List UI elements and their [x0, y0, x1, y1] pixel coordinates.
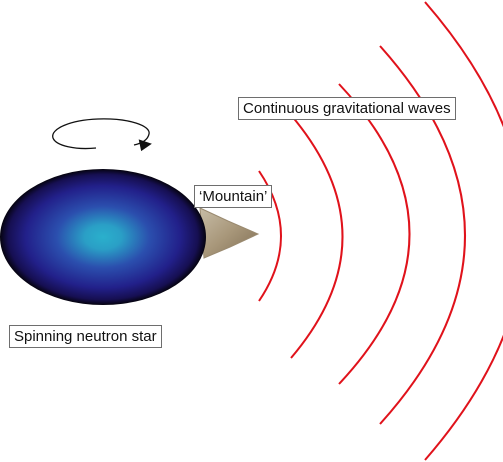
continuous-gravitational-waves-label: Continuous gravitational waves [238, 97, 456, 120]
neutron-star [0, 169, 206, 305]
mountain-label: ‘Mountain’ [194, 185, 273, 208]
wave-arc-3 [338, 83, 411, 385]
wave-arcs [258, 1, 503, 461]
circular-rotation-arrow-icon [52, 118, 152, 152]
wave-arc-5 [424, 1, 503, 461]
mountain [199, 207, 260, 259]
wave-arc-2 [290, 114, 344, 359]
spinning-neutron-star-label: Spinning neutron star [9, 325, 162, 348]
